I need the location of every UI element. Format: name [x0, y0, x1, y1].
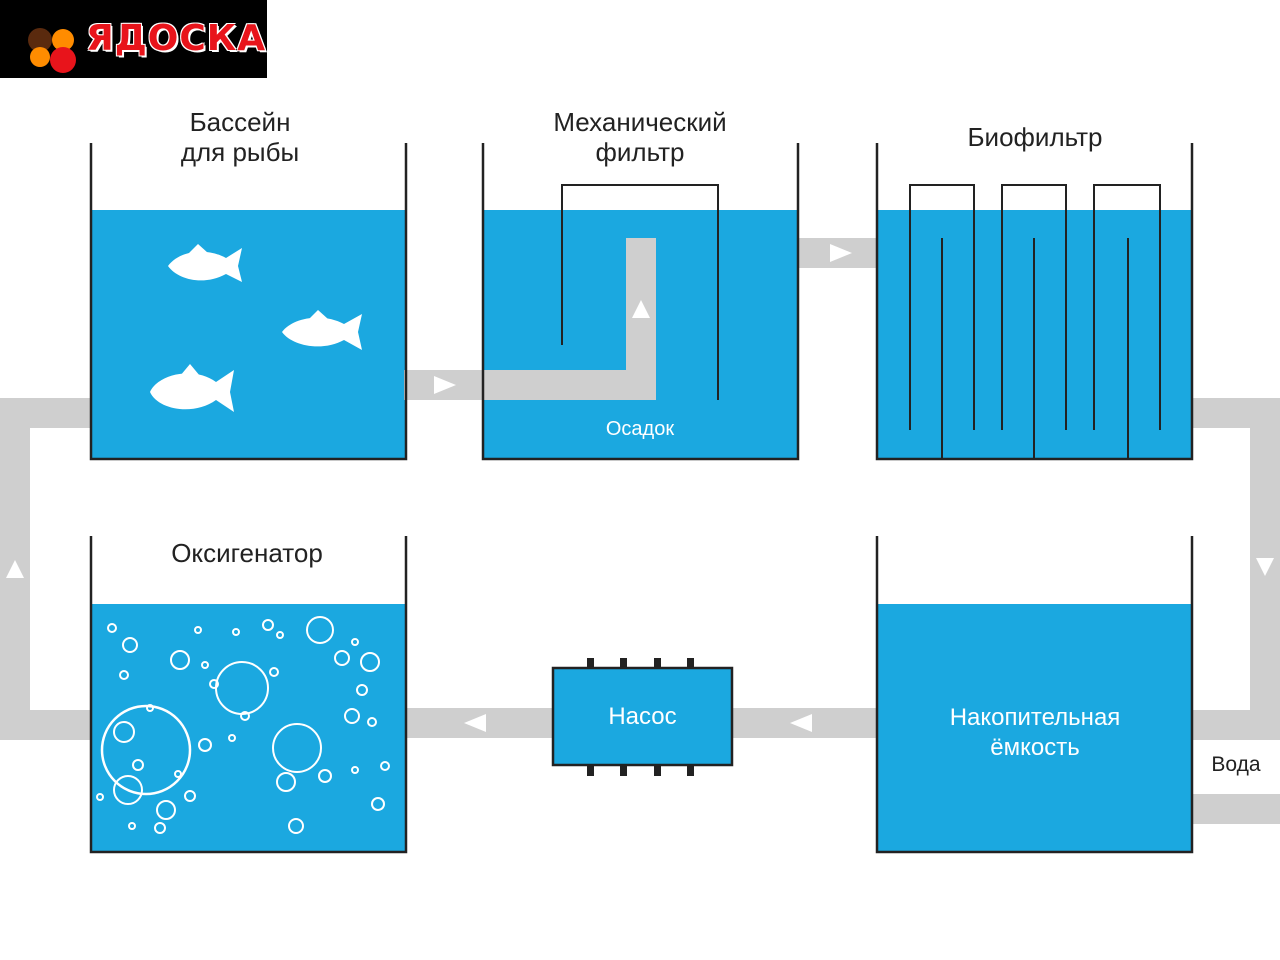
- arrow-left-icon: [464, 714, 486, 732]
- mech-filter-walls: [481, 143, 800, 461]
- arrow-up-icon: [6, 560, 24, 578]
- bubbles: [96, 616, 390, 834]
- tank-walls: [89, 143, 1194, 854]
- water-inlet-label: Вода: [1211, 753, 1261, 776]
- fish-icon: [150, 364, 234, 412]
- storage-water: [878, 604, 1191, 852]
- pump-body: [553, 668, 732, 765]
- pipe-right-bottom: [1192, 710, 1280, 740]
- logo-dots-icon: [28, 28, 76, 73]
- arrow-down-icon: [1256, 558, 1274, 576]
- mech-filter-label: Механический фильтр: [553, 107, 727, 167]
- sediment-label: Осадок: [605, 418, 675, 440]
- yadoska-logo: ЯДОСКА: [0, 0, 267, 78]
- arrow-left-icon: [790, 714, 812, 732]
- pipe-left-bottom: [0, 710, 92, 740]
- fish-icons: [150, 244, 362, 412]
- biofilter-label: Биофильтр: [967, 122, 1103, 152]
- oxygenator-label: Оксигенатор: [171, 538, 323, 568]
- fish-tank-label: Бассейн для рыбы: [180, 107, 300, 167]
- oxygenator-walls: [89, 536, 408, 854]
- pump-legs: [587, 658, 694, 776]
- pipe-water-inlet: [1192, 794, 1280, 824]
- pump-label: Насос: [608, 703, 677, 730]
- logo-text: ЯДОСКА: [86, 18, 267, 59]
- fish-icon: [168, 244, 242, 282]
- biofilter-plates: [909, 184, 1161, 459]
- arrow-right-icon: [830, 244, 852, 262]
- pump-outline: [551, 666, 734, 767]
- storage-walls: [875, 536, 1194, 854]
- fish-icon: [282, 310, 362, 350]
- fish-tank-walls: [89, 143, 408, 461]
- storage-label: Накопительная ёмкость: [949, 704, 1121, 761]
- mech-filter-baffle: [561, 184, 719, 400]
